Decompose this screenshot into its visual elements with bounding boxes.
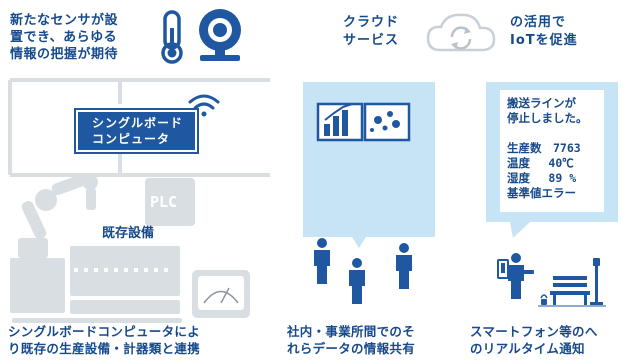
plc-unit bbox=[145, 178, 195, 226]
left-footer-line-1: シングルボードコンピュータによ bbox=[8, 324, 201, 339]
cloud-right-line-1: の活用で bbox=[510, 15, 567, 30]
bar-chart-icon bbox=[316, 102, 364, 142]
left-header-line-3: 情報の把握が期待 bbox=[10, 47, 119, 62]
gauge-icon bbox=[192, 270, 250, 318]
wifi-icon bbox=[188, 94, 220, 117]
notice-line-7: 基準値エラー bbox=[507, 186, 576, 200]
left-footer: シングルボードコンピュータによ り既存の生産設備・計器類と連携 bbox=[8, 323, 200, 357]
person-icon-4 bbox=[508, 253, 534, 299]
cloud-right-text: の活用で IoTを促進 bbox=[510, 14, 578, 50]
sbc-line-1: シングルボード bbox=[92, 116, 184, 130]
notice-line-6: 湿度 89 % bbox=[507, 171, 577, 185]
left-header-line-1: 新たなセンサが設 bbox=[10, 13, 119, 28]
person-icon-1 bbox=[314, 238, 330, 284]
notice-line-2: 停止しました。 bbox=[507, 111, 588, 125]
existing-equipment-label: 既存設備 bbox=[102, 226, 155, 241]
right-footer-line-2: のリアルタイム通知 bbox=[470, 341, 585, 356]
notification-card bbox=[500, 90, 604, 212]
cloud-right-line-2: IoTを促進 bbox=[510, 33, 578, 48]
cloud-left-line-1: クラウド bbox=[343, 15, 400, 30]
left-header: 新たなセンサが設 置でき、あらゆる 情報の把握が期待 bbox=[10, 12, 118, 63]
sbc-line-2: コンピュータ bbox=[92, 132, 171, 146]
conveyor-dots bbox=[74, 268, 168, 272]
left-header-line-2: 置でき、あらゆる bbox=[10, 30, 118, 45]
thermometer-icon bbox=[161, 10, 183, 64]
center-footer-line-1: 社内・事業所間でのそ bbox=[287, 324, 416, 339]
smartphone-icon bbox=[497, 259, 509, 279]
plc-label: PLC bbox=[150, 193, 178, 211]
webcam-icon bbox=[199, 9, 241, 61]
notice-line-5: 温度 40℃ bbox=[507, 156, 574, 170]
cloud-sync-icon bbox=[426, 13, 496, 52]
person-icon-2 bbox=[349, 258, 365, 304]
cloud-left-line-2: サービス bbox=[343, 33, 400, 48]
person-icon-3 bbox=[396, 243, 412, 289]
single-board-computer-box: シングルボード コンピュータ bbox=[73, 108, 200, 154]
park-bench-icon bbox=[540, 258, 603, 305]
notification-text: 搬送ラインが 停止しました。 生産数 7763 温度 40℃ 湿度 89 % 基… bbox=[507, 96, 588, 201]
center-footer: 社内・事業所間でのそ れらデータの情報共有 bbox=[287, 323, 415, 357]
notice-line-4: 生産数 7763 bbox=[507, 141, 581, 155]
world-map-icon bbox=[363, 102, 411, 142]
notice-line-3 bbox=[507, 126, 588, 141]
robot-arm-icon bbox=[18, 173, 98, 258]
left-footer-line-2: り既存の生産設備・計器類と連携 bbox=[8, 341, 201, 356]
right-footer-line-1: スマートフォン等のへ bbox=[470, 324, 598, 339]
center-footer-line-2: れらデータの情報共有 bbox=[287, 341, 416, 356]
cloud-left-text: クラウド サービス bbox=[343, 14, 399, 50]
notice-line-1: 搬送ラインが bbox=[507, 96, 576, 110]
right-footer: スマートフォン等のへ のリアルタイム通知 bbox=[470, 323, 598, 357]
